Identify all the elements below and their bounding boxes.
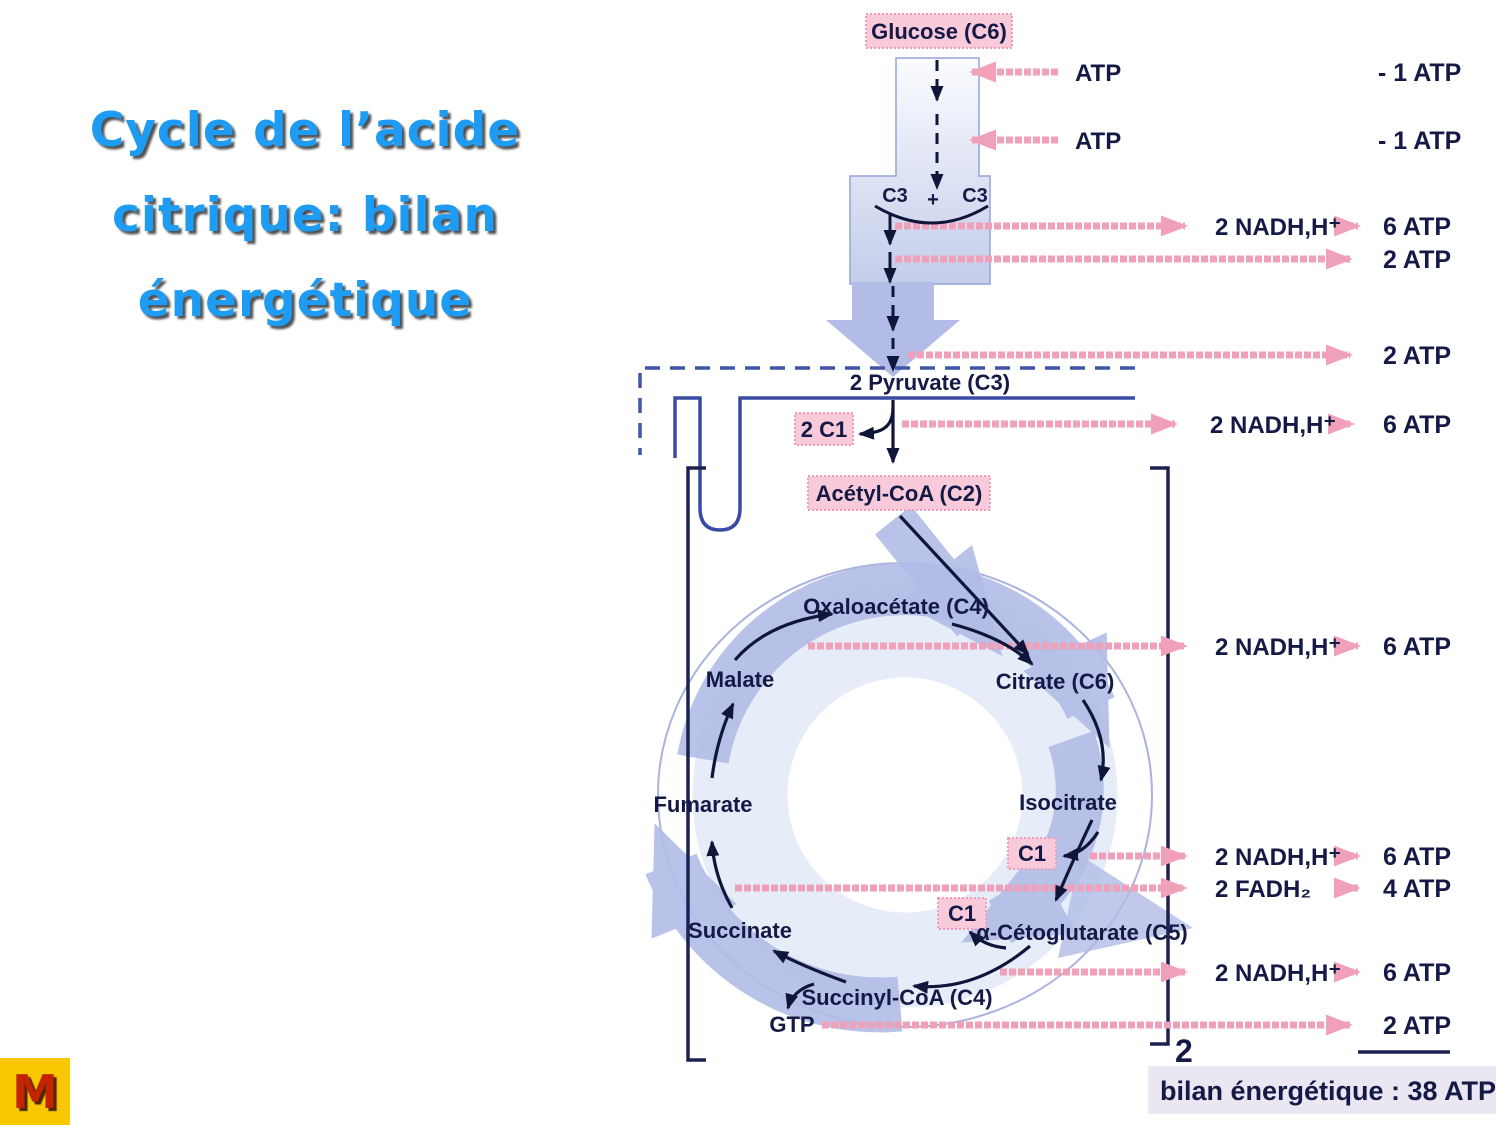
tally-row-1: - 1 ATP bbox=[1378, 127, 1461, 155]
atp-in-2-label: ATP bbox=[1075, 128, 1121, 155]
arrow-akg-succinyl bbox=[912, 944, 1032, 994]
cycle-arc-right bbox=[961, 730, 1104, 944]
tally-row-7: 6 ATP bbox=[1383, 843, 1451, 871]
acetyl-coa-box: Acétyl-CoA (C2) bbox=[807, 475, 991, 511]
acetyl-coa-label: Acétyl-CoA (C2) bbox=[816, 481, 983, 506]
bracket-multiplier: 2 bbox=[1175, 1033, 1193, 1069]
acetyl-entry-arrow bbox=[875, 505, 1003, 657]
tally-row-5: 6 ATP bbox=[1383, 411, 1451, 439]
arrow-into-c1a bbox=[1062, 831, 1100, 862]
c1-box-akg: C1 bbox=[937, 897, 987, 930]
arrow-succinyl-gtp bbox=[785, 982, 815, 1010]
succinyl-label: Succinyl-CoA (C4) bbox=[801, 985, 992, 1010]
co2-pyruvate-box: 2 C1 bbox=[794, 412, 854, 446]
title-line-1: Cycle de l’acide bbox=[89, 103, 521, 158]
fadh2-label: 2 FADH₂ bbox=[1215, 876, 1311, 903]
acetyl-to-citrate-line bbox=[898, 514, 1030, 656]
fumarate-label: Fumarate bbox=[653, 792, 752, 817]
tally-row-9: 6 ATP bbox=[1383, 959, 1451, 987]
arrow-oxalo-citrate bbox=[951, 622, 1034, 666]
bracket-left bbox=[686, 466, 706, 1062]
pdh-nadh-label: 2 NADH,H⁺ bbox=[1210, 412, 1336, 439]
co2-branch-arrow bbox=[858, 407, 895, 440]
arrow-citrate-isocitrate bbox=[1081, 699, 1111, 782]
co2-pyruvate-label: 2 C1 bbox=[801, 417, 847, 442]
tally-row-2: 6 ATP bbox=[1383, 213, 1451, 241]
glyc-nadh-label: 2 NADH,H⁺ bbox=[1215, 214, 1341, 241]
c3-left-label: C3 bbox=[882, 185, 908, 207]
tally-row-6: 6 ATP bbox=[1383, 633, 1451, 661]
malate-label: Malate bbox=[706, 667, 774, 692]
arrow-fumarate-malate bbox=[710, 702, 735, 779]
succinate-label: Succinate bbox=[688, 918, 792, 943]
arrow-into-c1b bbox=[968, 930, 1007, 950]
arrow-succinyl-succinate bbox=[772, 949, 847, 984]
isocitrate-label: Isocitrate bbox=[1019, 790, 1117, 815]
c1-akg-label: C1 bbox=[948, 901, 976, 926]
tally-row-10: 2 ATP bbox=[1383, 1012, 1451, 1040]
cycle-wedge-right bbox=[1058, 855, 1193, 958]
summary-text: bilan énergétique : 38 ATP bbox=[1160, 1076, 1496, 1106]
title-line-2: citrique: bilan bbox=[112, 188, 498, 243]
c3-join-arc bbox=[874, 204, 989, 225]
title-line-3: énergétique bbox=[137, 273, 473, 328]
malate-nadh-label: 2 NADH,H⁺ bbox=[1215, 634, 1341, 661]
glycolysis-funnel bbox=[849, 57, 991, 285]
pyruvate-label: 2 Pyruvate (C3) bbox=[850, 370, 1010, 395]
logo-badge: M bbox=[0, 1058, 70, 1125]
tally-row-4: 2 ATP bbox=[1383, 342, 1451, 370]
bracket-right bbox=[1150, 466, 1170, 1046]
oxaloacetate-label: Oxaloacétate (C4) bbox=[803, 594, 989, 619]
tally-row-3: 2 ATP bbox=[1383, 246, 1451, 274]
outer-membrane-dashed bbox=[638, 366, 1135, 455]
glucose-label: Glucose (C6) bbox=[871, 19, 1007, 44]
tally-row-0: - 1 ATP bbox=[1378, 59, 1461, 87]
summary-box: bilan énergétique : 38 ATP bbox=[1148, 1066, 1496, 1114]
arrow-succinate-fumarate bbox=[706, 840, 734, 909]
c1-isocitrate-label: C1 bbox=[1018, 841, 1046, 866]
akg-label: α-Cétoglutarate (C5) bbox=[976, 920, 1188, 945]
logo-letter: M bbox=[12, 1064, 58, 1119]
c1-box-isocitrate: C1 bbox=[1007, 837, 1057, 870]
inner-membrane-utube bbox=[673, 396, 1135, 532]
tally-row-8: 4 ATP bbox=[1383, 875, 1451, 903]
citrate-label: Citrate (C6) bbox=[996, 669, 1115, 694]
gtp-label: GTP bbox=[769, 1012, 814, 1037]
glucose-box: Glucose (C6) bbox=[865, 13, 1013, 49]
arrow-malate-oxalo bbox=[733, 609, 834, 662]
c3-right-label: C3 bbox=[962, 185, 988, 207]
slide-title: Cycle de l’acide citrique: bilan énergét… bbox=[25, 88, 585, 343]
c3-plus-label: + bbox=[927, 189, 939, 211]
idh-nadh-label: 2 NADH,H⁺ bbox=[1215, 844, 1341, 871]
atp-in-1-label: ATP bbox=[1075, 60, 1121, 87]
akg-nadh-label: 2 NADH,H⁺ bbox=[1215, 960, 1341, 987]
